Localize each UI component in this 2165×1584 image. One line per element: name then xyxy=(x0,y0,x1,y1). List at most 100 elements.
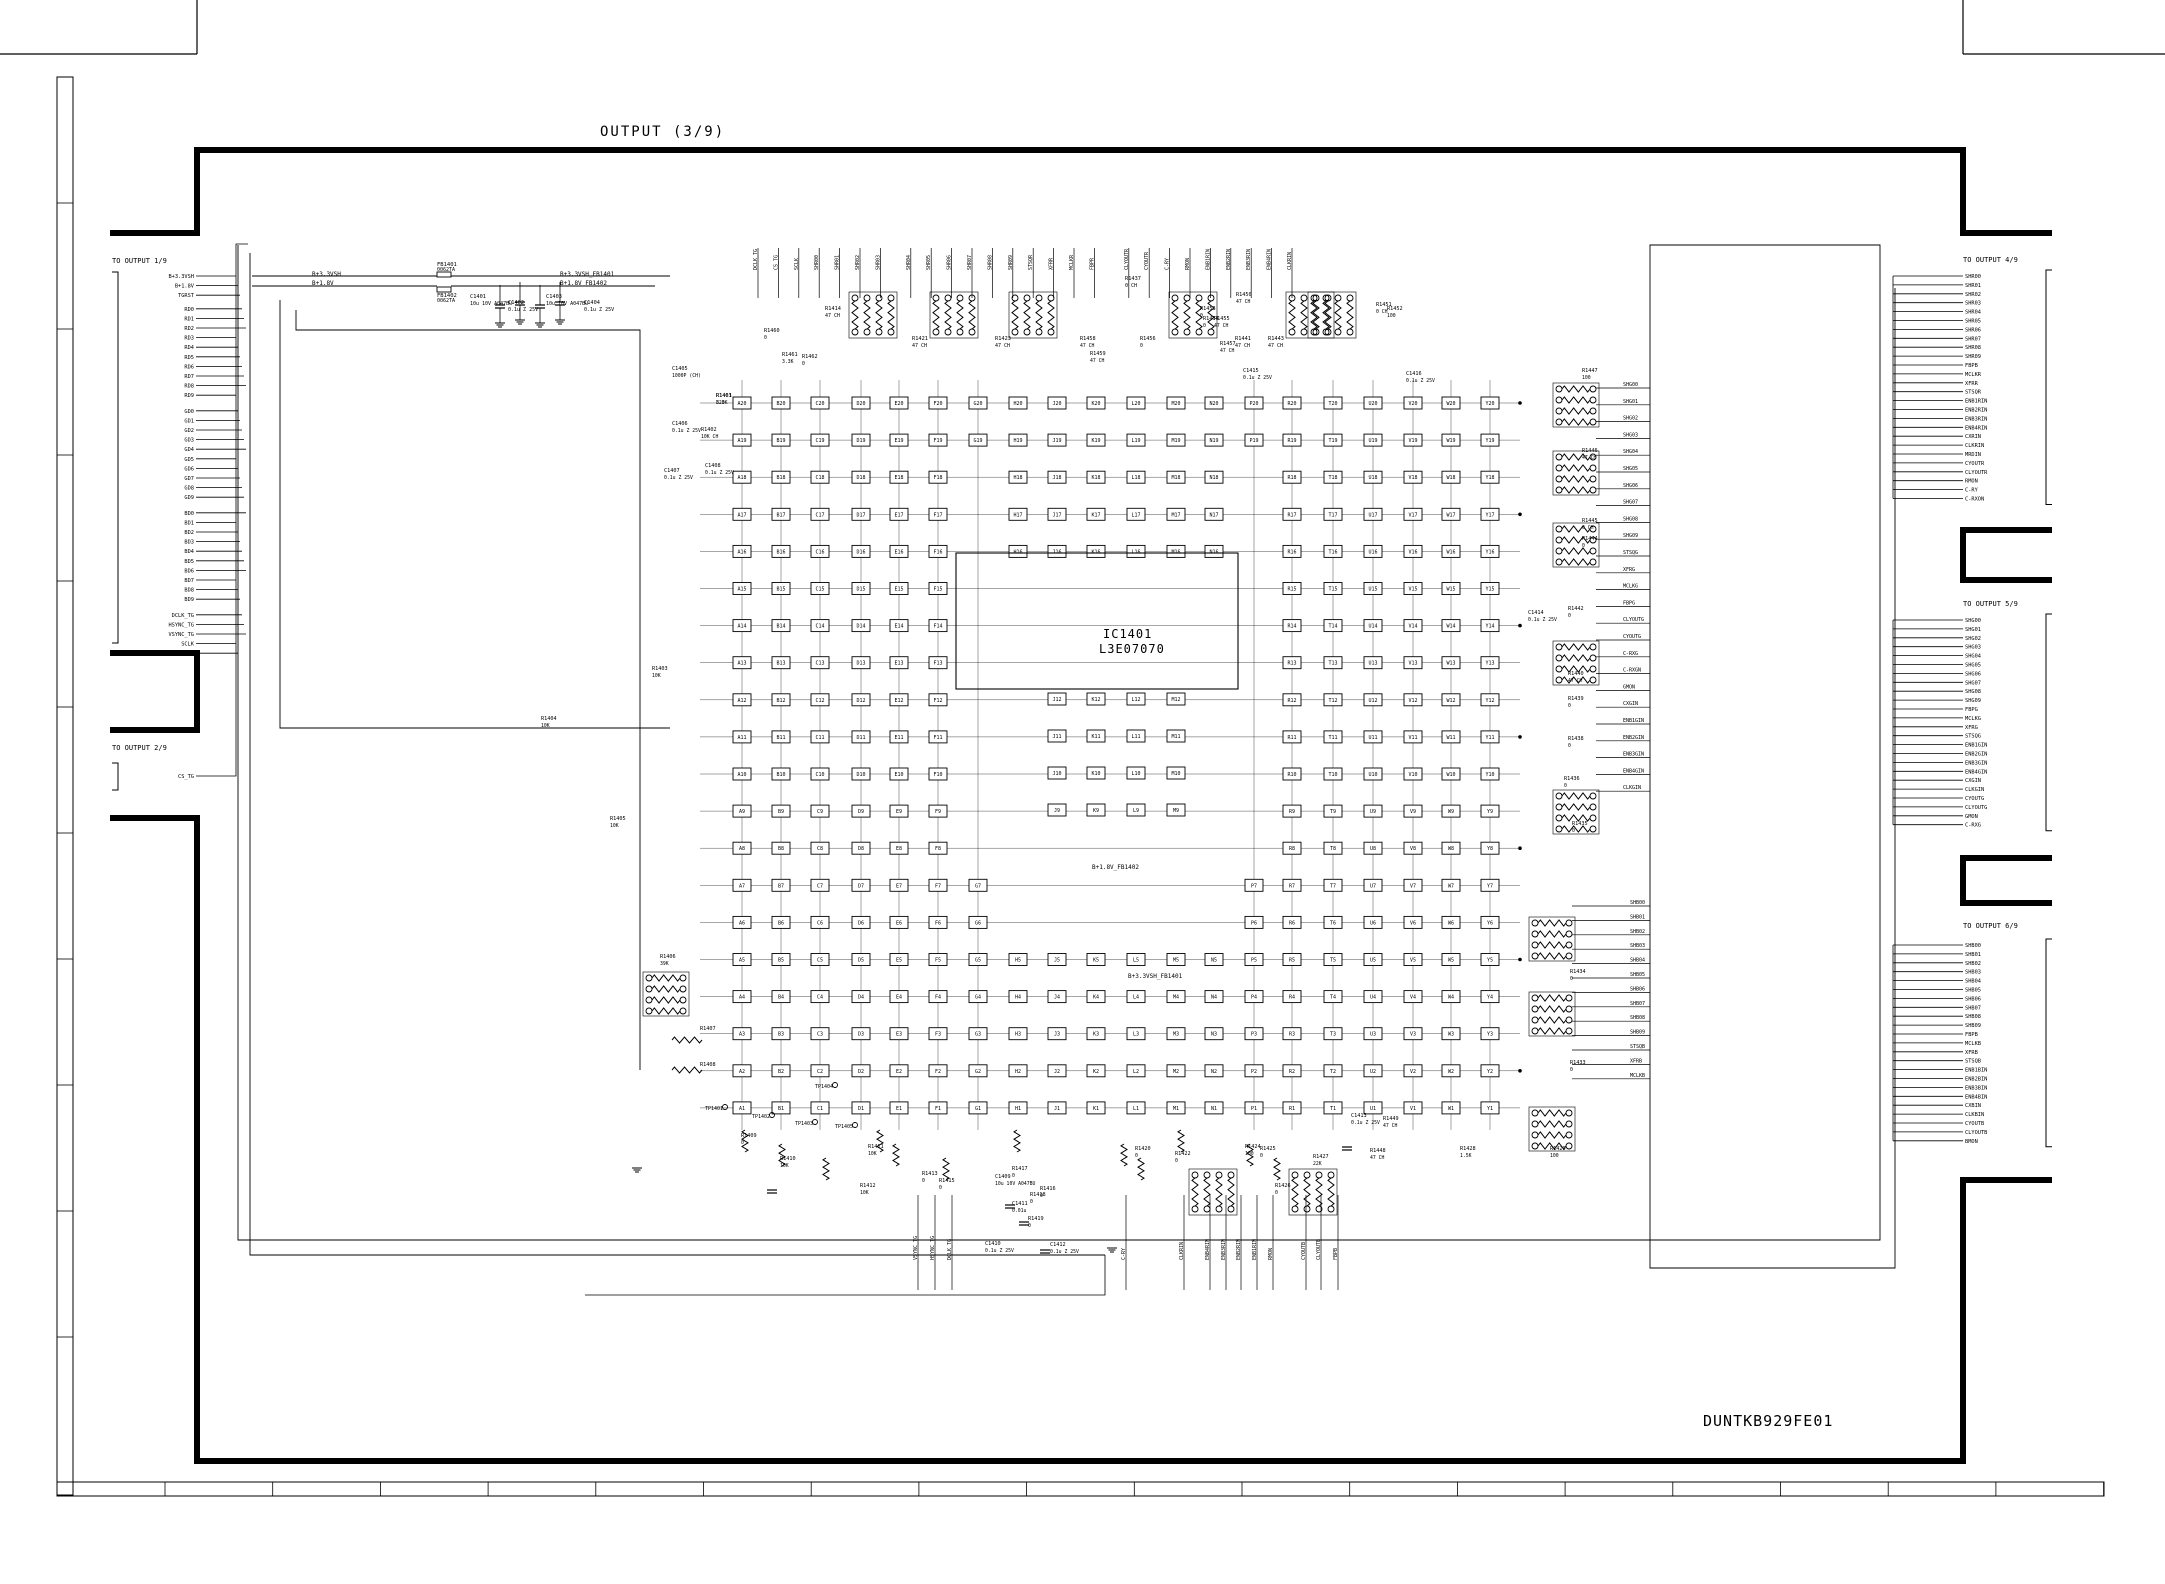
pad-label: J2 xyxy=(1054,1069,1060,1075)
ball-pad: T5 xyxy=(1323,953,1343,966)
rnet-outline xyxy=(1168,291,1218,339)
pad-box xyxy=(771,507,791,521)
pad-label: U17 xyxy=(1368,512,1377,518)
pad-box xyxy=(1403,433,1423,447)
pad-box xyxy=(1047,1064,1067,1078)
resistor-value: 47 CH xyxy=(1582,455,1597,461)
resistor-ref: R1420 xyxy=(1135,1146,1151,1152)
cap-value: 0.1u Z 25V xyxy=(1528,617,1557,623)
pad-label: E12 xyxy=(894,698,903,704)
rnet-pin xyxy=(1531,994,1539,1002)
rnet-pin xyxy=(1589,665,1597,673)
left-margin-strip xyxy=(56,76,74,1496)
pad-label: R15 xyxy=(1287,587,1296,593)
pad-label: U15 xyxy=(1368,587,1377,593)
fb1401-ref: FB1401 xyxy=(437,262,457,268)
pad-box xyxy=(1323,730,1343,744)
conn-out6-pin: BMON xyxy=(1965,1139,1978,1145)
pad-label: W13 xyxy=(1446,661,1455,667)
conn-out5-pin: SHG03 xyxy=(1965,645,1981,651)
pad-label: C15 xyxy=(815,587,824,593)
conn-out4-pin: RMON xyxy=(1965,479,1978,485)
rnet-element xyxy=(1023,300,1031,330)
pad-label: J5 xyxy=(1054,958,1060,964)
pad-box xyxy=(771,915,791,929)
cap-value: 1000P (CH) xyxy=(672,373,701,379)
rnet-element xyxy=(956,300,964,330)
pad-label: P2 xyxy=(1251,1069,1257,1075)
pad-box xyxy=(1204,953,1224,966)
pad-box xyxy=(771,433,791,447)
ball-pad: M10 xyxy=(1166,766,1186,780)
resistor-value: 0 xyxy=(1140,343,1143,349)
ball-pad: T10 xyxy=(1323,767,1343,781)
ball-pad: A6 xyxy=(732,915,752,929)
pad-label: B5 xyxy=(778,958,784,964)
conn-out1-pin: GD0 xyxy=(184,409,194,415)
right-signal-label: ENB1GIN xyxy=(1623,718,1644,724)
pad-label: E20 xyxy=(894,401,903,407)
pad-label: K20 xyxy=(1091,401,1100,407)
conn-out4-pin: SHR07 xyxy=(1965,336,1981,342)
rnet-element xyxy=(1561,464,1591,472)
rnet-pin xyxy=(1589,547,1597,555)
ball-pad: H2 xyxy=(1008,1064,1028,1078)
inner-loop-trace xyxy=(249,253,1105,1256)
pad-label: T19 xyxy=(1328,438,1337,444)
rnet-element xyxy=(1561,385,1591,393)
conn-out1-pin: VSYNC_TG xyxy=(168,632,194,638)
conn-out6-pin: ENB1BIN xyxy=(1965,1068,1987,1074)
resistor-value: 0 xyxy=(1175,1158,1178,1164)
pad-label: C7 xyxy=(817,883,823,889)
pad-box xyxy=(851,953,871,966)
ball-pad: K1 xyxy=(1086,1101,1106,1115)
ball-pad: E18 xyxy=(889,470,909,484)
ball-pad: C8 xyxy=(810,841,830,855)
pad-box xyxy=(1363,915,1383,929)
pad-label: J4 xyxy=(1054,995,1060,1001)
ball-pad: A20 xyxy=(732,396,752,410)
ball-pad: T7 xyxy=(1323,878,1343,892)
rnet-element xyxy=(932,300,940,330)
rnet-pin xyxy=(645,996,653,1004)
pad-label: R12 xyxy=(1287,698,1296,704)
bottom-resistor xyxy=(1246,1143,1254,1167)
ball-pad: N18 xyxy=(1204,470,1224,484)
ball-pad: D5 xyxy=(851,953,871,966)
pad-label: F3 xyxy=(935,1032,941,1038)
resistor-ref: R1447 xyxy=(1582,368,1598,374)
pad-box xyxy=(889,767,909,781)
testpoint-label: TP1401 xyxy=(705,1106,723,1112)
pad-box xyxy=(1363,804,1383,818)
ball-pad: L4 xyxy=(1126,990,1146,1004)
cap-value: 0.1u Z 25V xyxy=(1050,1249,1079,1255)
pad-box xyxy=(1244,433,1264,447)
rnet-pin xyxy=(1291,1205,1299,1213)
pad-box xyxy=(889,396,909,410)
ferrite-fb1401 xyxy=(436,271,452,278)
pad-label: V8 xyxy=(1410,846,1416,852)
ball-pad: C7 xyxy=(810,878,830,892)
cap-ref: C1401 xyxy=(470,294,486,300)
right-b-signal-label: SHB07 xyxy=(1630,1001,1645,1007)
pad-box xyxy=(1086,1027,1106,1041)
pad-box xyxy=(1323,693,1343,707)
rnet-pin xyxy=(645,974,653,982)
ball-pad: Y14 xyxy=(1480,619,1500,633)
pad-box xyxy=(732,544,752,558)
junction-dot xyxy=(1518,846,1522,850)
testpoint xyxy=(832,1082,838,1088)
cap-ref: C1415 xyxy=(1243,368,1259,374)
rnet-pin xyxy=(1555,547,1563,555)
pad-label: W7 xyxy=(1448,883,1454,889)
ball-pad: D12 xyxy=(851,693,871,707)
pad-label: T8 xyxy=(1330,846,1336,852)
ic-part: L3E07070 xyxy=(1099,642,1165,656)
conn-out4-pin: ENB4RIN xyxy=(1965,425,1987,431)
ball-pad: B8 xyxy=(771,841,791,855)
pad-box xyxy=(1480,433,1500,447)
pad-label: W12 xyxy=(1446,698,1455,704)
ball-pad: T9 xyxy=(1323,804,1343,818)
right-signal-label: FBPG xyxy=(1623,600,1635,606)
ball-pad: U12 xyxy=(1363,693,1383,707)
